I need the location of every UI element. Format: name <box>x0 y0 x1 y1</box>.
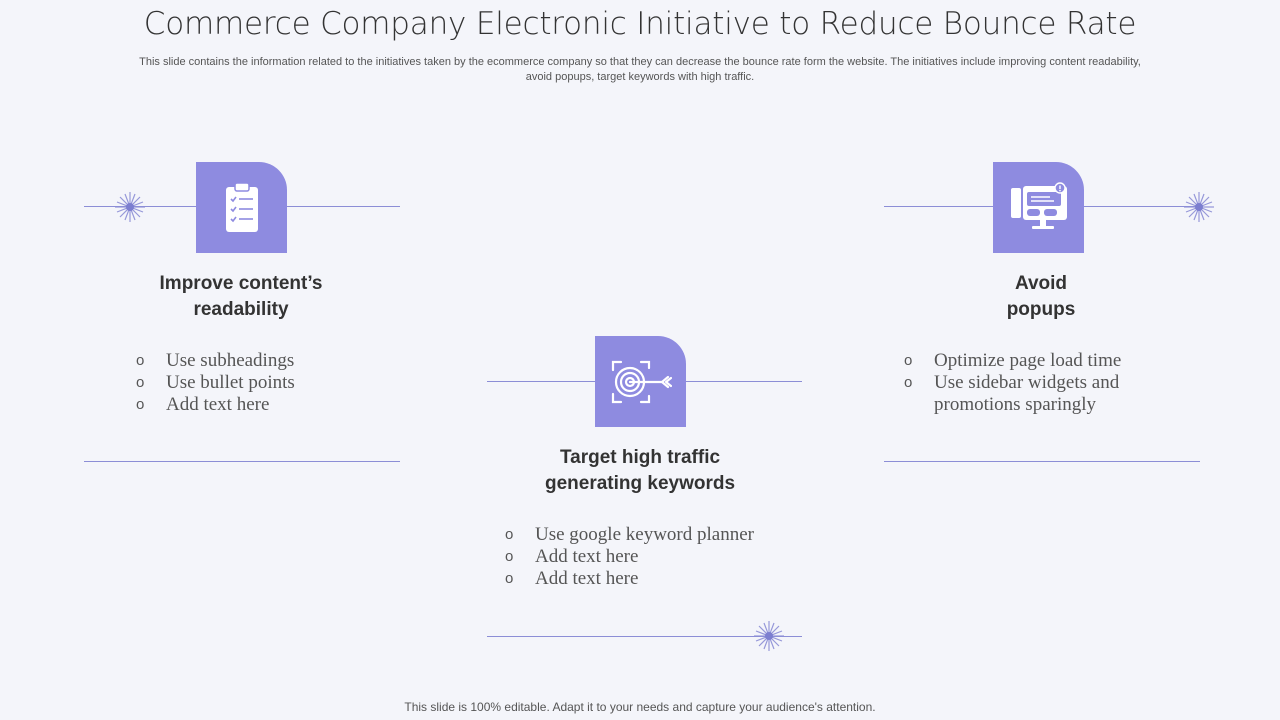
sparkle-icon <box>754 621 784 651</box>
sparkle-icon <box>115 192 145 222</box>
initiative-bullets: Optimize page load time Use sidebar widg… <box>904 350 1154 416</box>
initiative-bullets: Use google keyword planner Add text here… <box>505 524 805 590</box>
slide-footer: This slide is 100% editable. Adapt it to… <box>404 700 876 714</box>
divider-line <box>487 636 802 637</box>
list-item: Use subheadings <box>136 350 396 372</box>
list-item: Use sidebar widgets and promotions spari… <box>904 372 1154 416</box>
initiative-icon-tile <box>595 336 686 427</box>
target-dart-icon <box>611 360 672 403</box>
divider-line <box>84 461 400 462</box>
initiative-heading: Avoid popups <box>1006 273 1076 320</box>
list-item: Use bullet points <box>136 372 396 394</box>
initiative-bullets: Use subheadings Use bullet points Add te… <box>136 350 396 416</box>
sparkle-icon <box>1184 192 1214 222</box>
list-item: Use google keyword planner <box>505 524 805 546</box>
initiative-icon-tile <box>196 162 287 253</box>
list-item: Optimize page load time <box>904 350 1154 372</box>
initiative-icon-tile <box>993 162 1084 253</box>
initiative-heading: Target high traffic generating keywords <box>544 447 736 494</box>
monitor-popup-icon <box>1010 181 1067 229</box>
initiative-heading: Improve content’s readability <box>159 273 323 320</box>
list-item: Add text here <box>505 546 805 568</box>
slide-title: Commerce Company Electronic Initiative t… <box>143 6 1137 42</box>
list-item: Add text here <box>505 568 805 590</box>
slide-subtitle: This slide contains the information rela… <box>139 56 1141 83</box>
clipboard-checklist-icon <box>225 181 258 232</box>
divider-line <box>884 461 1200 462</box>
list-item: Add text here <box>136 394 396 416</box>
